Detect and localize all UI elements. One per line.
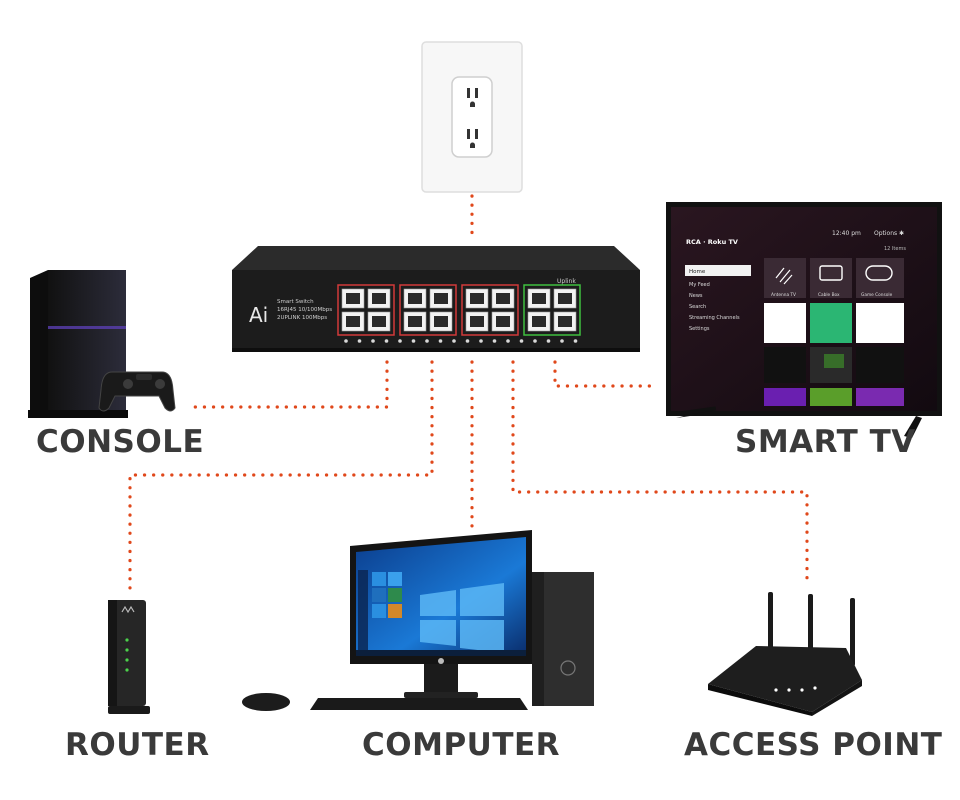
switch-port — [558, 316, 572, 327]
tv-menu-item: My Feed — [689, 282, 710, 288]
tv-time: 12:40 pm — [832, 230, 861, 237]
tv-brand: RCA · Roku TV — [686, 238, 738, 246]
switch-port — [434, 293, 448, 304]
wall-outlet-icon — [421, 41, 523, 193]
switch-led — [438, 339, 443, 343]
switch-led — [411, 339, 416, 343]
tv-menu-item: News — [689, 293, 703, 299]
link-switch-tv — [553, 360, 657, 388]
connection-lines — [128, 194, 809, 592]
switch-led — [384, 339, 389, 343]
switch-port — [337, 284, 395, 336]
wifi-router-icon — [708, 592, 862, 716]
tv-options: Options ✱ — [874, 230, 904, 237]
tv-tile-label: Antenna TV — [771, 292, 796, 298]
switch-port — [408, 293, 422, 304]
switch-port — [399, 284, 457, 336]
switch-port — [496, 293, 510, 304]
tv-tile-label: Cable Box — [818, 292, 840, 298]
switch-brand: Ai — [249, 303, 268, 327]
link-switch-router — [128, 360, 434, 592]
switch-led — [573, 339, 578, 343]
switch-port — [461, 284, 519, 336]
switch-port — [346, 316, 360, 327]
switch-port — [558, 293, 572, 304]
switch-led — [398, 339, 402, 343]
switch-port — [434, 316, 448, 327]
switch-led — [425, 339, 429, 343]
switch-led — [452, 339, 456, 343]
switch-port — [372, 316, 386, 327]
switch-led — [479, 339, 483, 343]
switch-led — [465, 339, 470, 343]
switch-led — [546, 339, 551, 343]
switch-led — [519, 339, 524, 343]
smart-tv-icon: RCA · Roku TV 12:40 pm Options ✱ 12 Item… — [666, 202, 942, 438]
tv-menu-item: Search — [689, 304, 706, 310]
link-switch-console — [188, 360, 389, 409]
switch-line-2: 16RJ45 10/100Mbps — [277, 307, 332, 313]
switch-port — [470, 316, 484, 327]
switch-led — [344, 339, 348, 343]
switch-port — [523, 284, 581, 336]
switch-line-1: Smart Switch — [277, 299, 314, 305]
switch-led — [506, 339, 510, 343]
cable-modem-icon — [108, 600, 150, 714]
switch-ports — [337, 284, 581, 343]
switch-line-3: 2UPLINK 100Mbps — [277, 315, 327, 321]
smart-tv-label: SMART TV — [735, 424, 916, 460]
network-switch-icon: Ai Smart Switch 16RJ45 10/100Mbps 2UPLIN… — [232, 246, 640, 352]
tv-menu-item: Settings — [689, 326, 710, 332]
tv-menu-item: Streaming Channels — [689, 315, 740, 321]
computer-label: COMPUTER — [362, 727, 561, 763]
switch-port — [532, 316, 546, 327]
switch-port — [408, 316, 422, 327]
switch-led — [492, 339, 497, 343]
desktop-computer-icon — [242, 530, 594, 711]
switch-port — [346, 293, 360, 304]
switch-port — [470, 293, 484, 304]
switch-led — [560, 339, 564, 343]
switch-port — [532, 293, 546, 304]
link-switch-accesspoint — [511, 360, 809, 584]
router-label: ROUTER — [65, 727, 210, 763]
switch-uplink-label: Uplink — [557, 278, 576, 285]
tv-menu-item: Home — [689, 269, 706, 275]
console-label: CONSOLE — [36, 424, 205, 460]
switch-led — [533, 339, 537, 343]
tv-items-count: 12 Items — [884, 246, 906, 252]
switch-led — [371, 339, 375, 343]
switch-port — [496, 316, 510, 327]
tv-tile-label: Game Console — [861, 292, 893, 298]
game-console-icon — [28, 270, 176, 418]
access-point-label: ACCESS POINT — [684, 727, 943, 763]
switch-led — [357, 339, 362, 343]
switch-port — [372, 293, 386, 304]
